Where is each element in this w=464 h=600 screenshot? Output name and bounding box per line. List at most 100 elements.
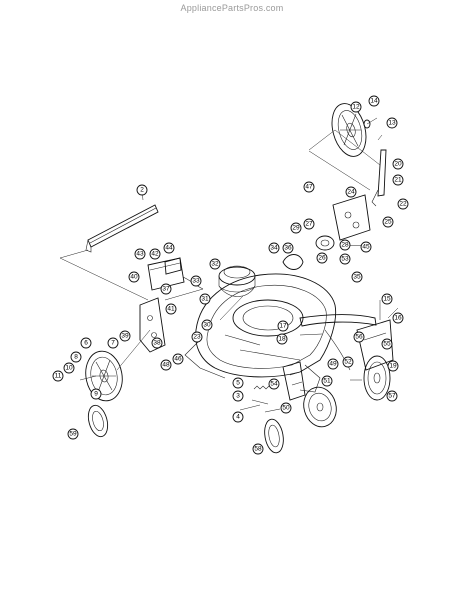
- callout-5: 5: [232, 377, 244, 389]
- front-wheel-bracket: [356, 319, 394, 371]
- spring: [253, 385, 270, 390]
- callout-55: 55: [381, 338, 393, 350]
- svg-text:50: 50: [282, 405, 290, 412]
- svg-text:28: 28: [341, 242, 349, 249]
- svg-text:7: 7: [111, 340, 115, 347]
- left-wheel-bracket: [139, 297, 166, 353]
- front-axle-bar: [299, 314, 377, 371]
- left-rear-wheel: [85, 350, 123, 402]
- svg-text:2: 2: [140, 187, 144, 194]
- callout-12: 12: [350, 101, 362, 113]
- watermark: AppliancePartsPros.com: [180, 3, 284, 13]
- svg-text:6: 6: [84, 340, 88, 347]
- svg-text:22: 22: [399, 201, 407, 208]
- svg-text:26: 26: [318, 255, 326, 262]
- callout-51: 51: [321, 375, 333, 387]
- svg-text:24: 24: [347, 189, 355, 196]
- callout-4: 4: [232, 411, 244, 423]
- engine-pulley: [218, 265, 256, 297]
- callout-49: 49: [327, 358, 339, 370]
- svg-text:30: 30: [203, 322, 211, 329]
- bracket-plate: [332, 194, 371, 241]
- svg-text:53: 53: [341, 256, 349, 263]
- callout-42: 42: [149, 248, 161, 260]
- handle-bar: [85, 204, 159, 253]
- hub-cap-left: [87, 404, 109, 438]
- mower-deck: [184, 273, 337, 393]
- callout-25: 25: [382, 216, 394, 228]
- svg-text:56: 56: [355, 334, 363, 341]
- callout-54: 54: [268, 378, 280, 390]
- bolt: [251, 399, 269, 405]
- svg-text:14: 14: [370, 98, 378, 105]
- callout-20: 20: [392, 158, 404, 170]
- svg-text:8: 8: [74, 354, 78, 361]
- callout-29: 29: [290, 222, 302, 234]
- svg-text:11: 11: [55, 373, 62, 380]
- drive-parts: [282, 235, 335, 270]
- callout-13: 13: [386, 117, 398, 129]
- callout-2: 2: [136, 184, 148, 196]
- svg-text:41: 41: [167, 306, 175, 313]
- callout-39: 39: [119, 330, 131, 342]
- callout-34: 34: [268, 242, 280, 254]
- callout-11: 11: [52, 370, 64, 382]
- callout-30: 30: [201, 319, 213, 331]
- callout-24: 24: [345, 186, 357, 198]
- callout-45: 45: [360, 241, 372, 253]
- callout-57-right: 57: [386, 390, 398, 402]
- callout-56: 56: [353, 331, 365, 343]
- callout-50: 50: [280, 402, 292, 414]
- callout-41: 41: [165, 303, 177, 315]
- svg-text:38: 38: [153, 340, 161, 347]
- callout-35: 35: [351, 271, 363, 283]
- svg-text:47: 47: [305, 184, 313, 191]
- callout-48: 48: [160, 359, 172, 371]
- callout-27: 27: [303, 218, 315, 230]
- callout-15: 15: [381, 293, 393, 305]
- callout-32: 32: [209, 258, 221, 270]
- callout-28: 28: [339, 239, 351, 251]
- callout-33: 33: [190, 275, 202, 287]
- front-height-lever: [282, 361, 306, 401]
- leader-lines: [59, 117, 399, 411]
- callout-16: 16: [392, 312, 404, 324]
- svg-text:13: 13: [388, 120, 396, 127]
- svg-text:25: 25: [384, 219, 392, 226]
- svg-text:49: 49: [329, 361, 337, 368]
- svg-text:58: 58: [254, 446, 262, 453]
- front-wheel-right: [363, 355, 391, 401]
- svg-text:16: 16: [394, 315, 402, 322]
- svg-text:36: 36: [284, 245, 292, 252]
- callout-9: 9: [90, 388, 102, 400]
- svg-text:27: 27: [305, 221, 313, 228]
- front-wheel-center: [303, 386, 337, 428]
- svg-text:21: 21: [394, 177, 402, 184]
- svg-text:15: 15: [383, 296, 391, 303]
- callout-18: 18: [276, 333, 288, 345]
- callout-52: 52: [342, 356, 354, 368]
- hub-cap-center: [264, 418, 284, 454]
- svg-text:51: 51: [323, 378, 331, 385]
- svg-text:39: 39: [121, 333, 129, 340]
- gear-box: [147, 257, 185, 291]
- svg-text:45: 45: [362, 244, 370, 251]
- svg-text:35: 35: [353, 274, 361, 281]
- svg-text:48: 48: [162, 362, 170, 369]
- callout-44: 44: [163, 242, 175, 254]
- svg-text:17: 17: [279, 323, 287, 330]
- rear-wheel-top: [331, 103, 371, 157]
- svg-text:4: 4: [236, 414, 240, 421]
- callout-7: 7: [107, 337, 119, 349]
- svg-text:29: 29: [292, 225, 300, 232]
- callout-36: 36: [282, 242, 294, 254]
- svg-text:37: 37: [162, 286, 170, 293]
- svg-text:43: 43: [136, 251, 144, 258]
- svg-text:20: 20: [394, 161, 402, 168]
- svg-text:3: 3: [236, 393, 240, 400]
- svg-text:40: 40: [130, 274, 138, 281]
- callout-40: 40: [128, 271, 140, 283]
- svg-text:23: 23: [193, 334, 201, 341]
- svg-text:9: 9: [94, 391, 98, 398]
- callout-21: 21: [392, 174, 404, 186]
